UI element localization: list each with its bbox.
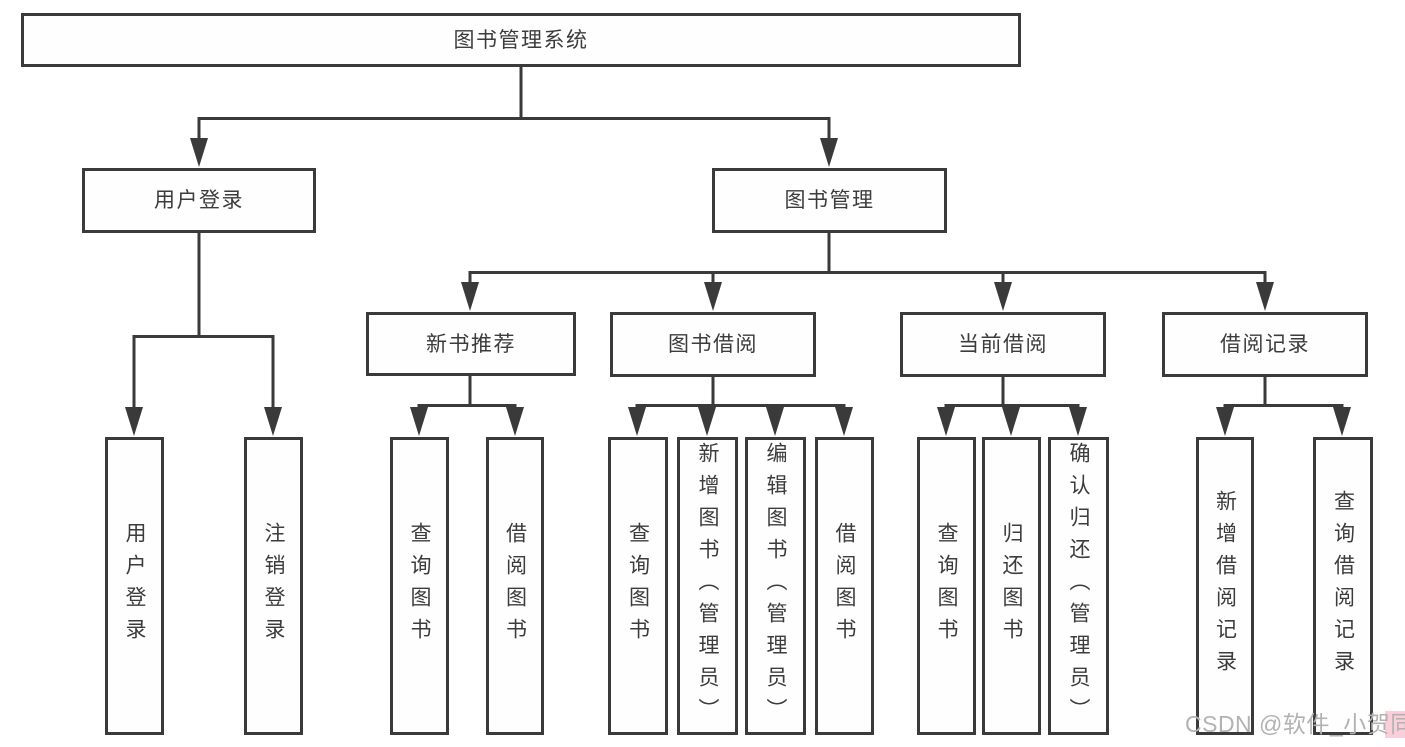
watermark-pink-chip: [1385, 711, 1405, 738]
node-book-borrowing: 图书借阅: [610, 312, 816, 377]
leaf-record-add: 新增借阅记录: [1196, 437, 1254, 735]
csdn-watermark: CSDN @软件_小贺同学: [1185, 711, 1405, 737]
leaf-borrowing-edit-book-admin: 编辑图书（管理员）: [745, 437, 806, 735]
leaf-current-confirm-return-admin: 确认归还（管理员）: [1048, 437, 1109, 735]
leaf-newbook-borrow-books: 借阅图书: [486, 437, 544, 735]
leaf-newbook-query-books: 查询图书: [390, 437, 449, 735]
node-book-management-module: 图书管理: [712, 168, 947, 233]
leaf-logout: 注销登录: [244, 437, 303, 735]
node-root-system: 图书管理系统: [21, 13, 1021, 67]
leaf-record-query: 查询借阅记录: [1313, 437, 1373, 735]
leaf-borrowing-add-book-admin: 新增图书（管理员）: [677, 437, 738, 735]
node-user-login-module: 用户登录: [82, 168, 316, 233]
node-new-book-recommend: 新书推荐: [366, 312, 576, 376]
leaf-current-query-books: 查询图书: [917, 437, 976, 735]
node-borrow-records: 借阅记录: [1162, 312, 1368, 377]
leaf-borrowing-borrow-books: 借阅图书: [815, 437, 874, 735]
node-current-borrowing: 当前借阅: [900, 312, 1106, 377]
leaf-user-login: 用户登录: [105, 437, 164, 735]
leaf-borrowing-query-books: 查询图书: [608, 437, 668, 735]
leaf-current-return-books: 归还图书: [982, 437, 1041, 735]
